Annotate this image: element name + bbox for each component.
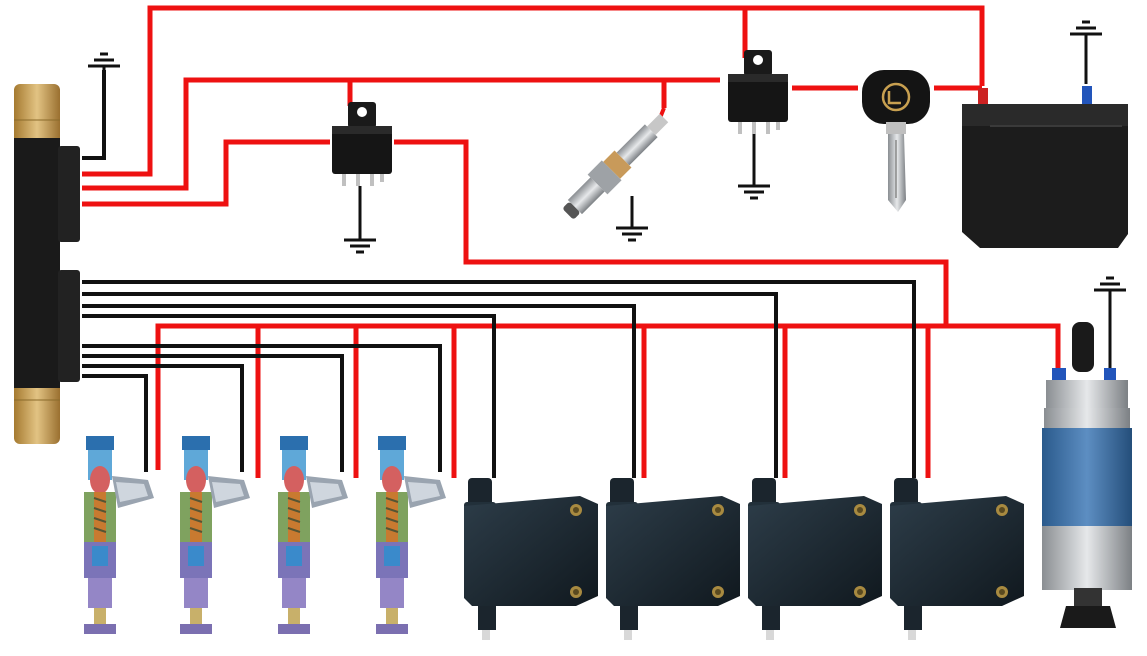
- fuel-injector-4: [375, 435, 447, 635]
- oxygen-sensor: [563, 107, 669, 242]
- coil-2-signal-wire: [82, 304, 636, 478]
- coil-1-signal-wire: [82, 314, 496, 478]
- fuel-injector-3: [277, 435, 349, 635]
- fuel-injector-2: [179, 435, 251, 635]
- fuel-pump-relay: [728, 50, 788, 134]
- ignition-key: [862, 70, 930, 212]
- ignition-coil-2: [606, 478, 740, 640]
- injector-1-signal-wire: [82, 374, 148, 472]
- ecu-to-main-relay-wire: [82, 139, 330, 207]
- ignition-coil-3: [748, 478, 882, 640]
- ecu-to-battery-wire: [82, 5, 985, 177]
- fuel-injector-1: [83, 435, 155, 635]
- battery: [962, 20, 1128, 248]
- ignition-coil-4: [890, 478, 1024, 640]
- injector-2-signal-wire: [82, 364, 244, 472]
- ecu-to-relay-bus-wire: [82, 77, 720, 191]
- injector-3-signal-wire: [82, 354, 344, 472]
- ecu-unit: [14, 84, 80, 444]
- power-wires: [82, 5, 1061, 478]
- injector-4-signal-wire: [82, 344, 442, 472]
- main-relay-output-wire: [394, 139, 949, 326]
- fuel-pump: [1042, 276, 1132, 628]
- coil-3-signal-wire: [82, 292, 778, 478]
- signal-wires: [82, 280, 916, 478]
- fuel-pump-relay-ground: [736, 134, 772, 200]
- power-rail-wire: [155, 323, 1061, 470]
- ecu-ground-wire: [82, 52, 122, 160]
- ignition-coil-1: [464, 478, 598, 640]
- main-relay-ground: [342, 186, 378, 254]
- coil-4-signal-wire: [82, 280, 916, 478]
- main-relay: [332, 102, 392, 186]
